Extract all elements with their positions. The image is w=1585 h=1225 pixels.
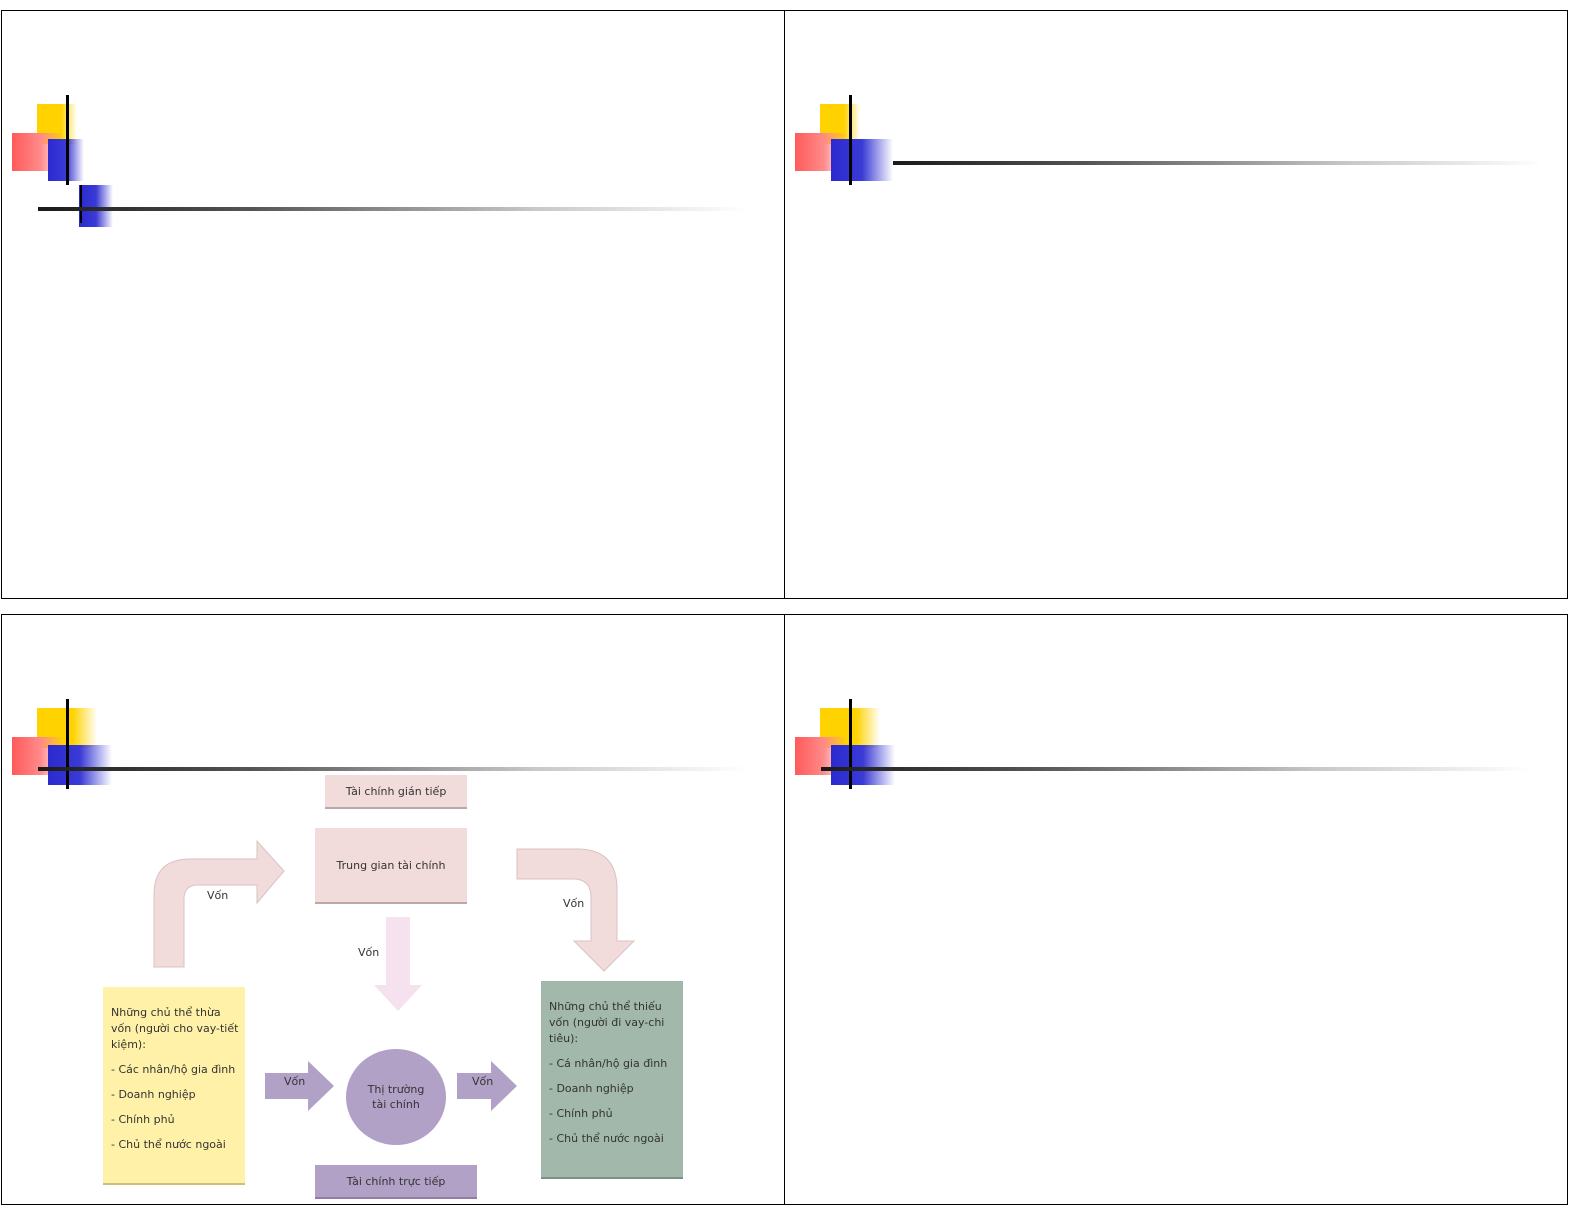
title-underline bbox=[38, 207, 748, 211]
curved-arrow-right-down bbox=[516, 848, 636, 972]
fund-label-middle: Vốn bbox=[358, 946, 380, 959]
slide-4 bbox=[784, 614, 1568, 1205]
fund-label-bottom-left: Vốn bbox=[284, 1075, 306, 1088]
down-arrow bbox=[374, 917, 422, 1011]
blue-square-decoration bbox=[831, 139, 893, 181]
blue-square-decoration bbox=[48, 745, 112, 785]
blue-square-decoration bbox=[831, 745, 895, 785]
deficit-units-box: Những chủ thể thiếu vốn (người đi vay-ch… bbox=[541, 981, 683, 1179]
fund-label-top-right: Vốn bbox=[563, 897, 585, 910]
financial-market-label: Thị trường tài chính bbox=[367, 1083, 425, 1111]
fund-label-top-left: Vốn bbox=[207, 889, 229, 902]
surplus-units-box: Những chủ thể thừa vốn (người cho vay-ti… bbox=[103, 987, 245, 1185]
deficit-unit-item: - Chủ thể nước ngoài bbox=[549, 1132, 664, 1145]
small-blue-square-decoration bbox=[79, 185, 113, 227]
title-underline bbox=[821, 767, 1531, 771]
direct-finance-label: Tài chính trực tiếp bbox=[315, 1165, 477, 1199]
vertical-line-decoration bbox=[849, 95, 852, 185]
financial-intermediary-box: Trung gian tài chính bbox=[315, 828, 467, 904]
slide-3: Tài chính gián tiếp Trung gian tài chính… bbox=[1, 614, 785, 1205]
right-arrow-from-market bbox=[457, 1061, 517, 1111]
deficit-units-title: Những chủ thể thiếu vốn (người đi vay-ch… bbox=[549, 1000, 665, 1045]
arrows-layer bbox=[153, 839, 636, 1111]
surplus-units-title: Những chủ thể thừa vốn (người cho vay-ti… bbox=[111, 1006, 239, 1051]
surplus-unit-item: - Các nhân/hộ gia đình bbox=[111, 1063, 236, 1076]
right-arrow-to-market bbox=[265, 1061, 334, 1111]
financial-market-circle: Thị trường tài chính bbox=[346, 1049, 446, 1145]
vertical-line-decoration bbox=[66, 699, 69, 789]
deficit-unit-item: - Doanh nghiệp bbox=[549, 1082, 634, 1095]
slide-2 bbox=[784, 10, 1568, 599]
surplus-unit-item: - Doanh nghiệp bbox=[111, 1088, 196, 1101]
deficit-unit-item: - Cá nhân/hộ gia đình bbox=[549, 1057, 668, 1070]
surplus-unit-item: - Chủ thể nước ngoài bbox=[111, 1138, 226, 1151]
vertical-line-decoration bbox=[66, 95, 69, 185]
deficit-unit-item: - Chính phủ bbox=[549, 1107, 613, 1120]
fund-label-bottom-right: Vốn bbox=[472, 1075, 494, 1088]
indirect-finance-label: Tài chính gián tiếp bbox=[325, 775, 467, 809]
curved-arrow-up-right bbox=[153, 839, 285, 968]
title-underline bbox=[38, 767, 748, 771]
slide-1 bbox=[1, 10, 785, 599]
vertical-line-decoration bbox=[849, 699, 852, 789]
surplus-unit-item: - Chính phủ bbox=[111, 1113, 175, 1126]
short-vertical-line-decoration bbox=[80, 185, 82, 223]
title-underline bbox=[893, 161, 1543, 165]
